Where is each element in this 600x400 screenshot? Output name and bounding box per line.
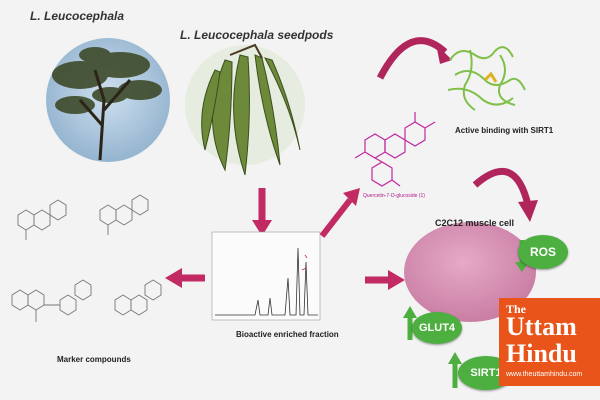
marker-compounds-structures (11, 194, 162, 322)
binding-label: Active binding with SIRT1 (455, 126, 554, 135)
markers-label: Marker compounds (57, 355, 131, 364)
fraction-label: Bioactive enriched fraction (236, 330, 339, 339)
plant-label: L. Leucocephala (30, 9, 125, 23)
logo-hindu: Hindu (506, 339, 577, 368)
compound-label: Quercetin-7-O-glucoside (1) (363, 193, 425, 199)
quercetin-molecule (354, 112, 436, 187)
logo-the: The (506, 302, 527, 316)
muscle-cell (404, 222, 536, 322)
glut4-pill: GLUT4 (412, 312, 462, 344)
uttam-hindu-logo: The Uttam Hindu www.theuttamhindu.com (499, 298, 600, 386)
seedpods-photo (185, 43, 305, 176)
chromatogram (211, 231, 321, 321)
cell-label: C2C12 muscle cell (435, 218, 515, 228)
seedpods-label: L. Leucocephala seedpods (180, 28, 334, 42)
ros-pill: ROS (518, 235, 568, 269)
logo-uttam: Uttam (506, 312, 577, 341)
logo-url: www.theuttamhindu.com (506, 371, 583, 378)
sirt1-protein (447, 46, 526, 111)
tree-photo (46, 38, 170, 162)
